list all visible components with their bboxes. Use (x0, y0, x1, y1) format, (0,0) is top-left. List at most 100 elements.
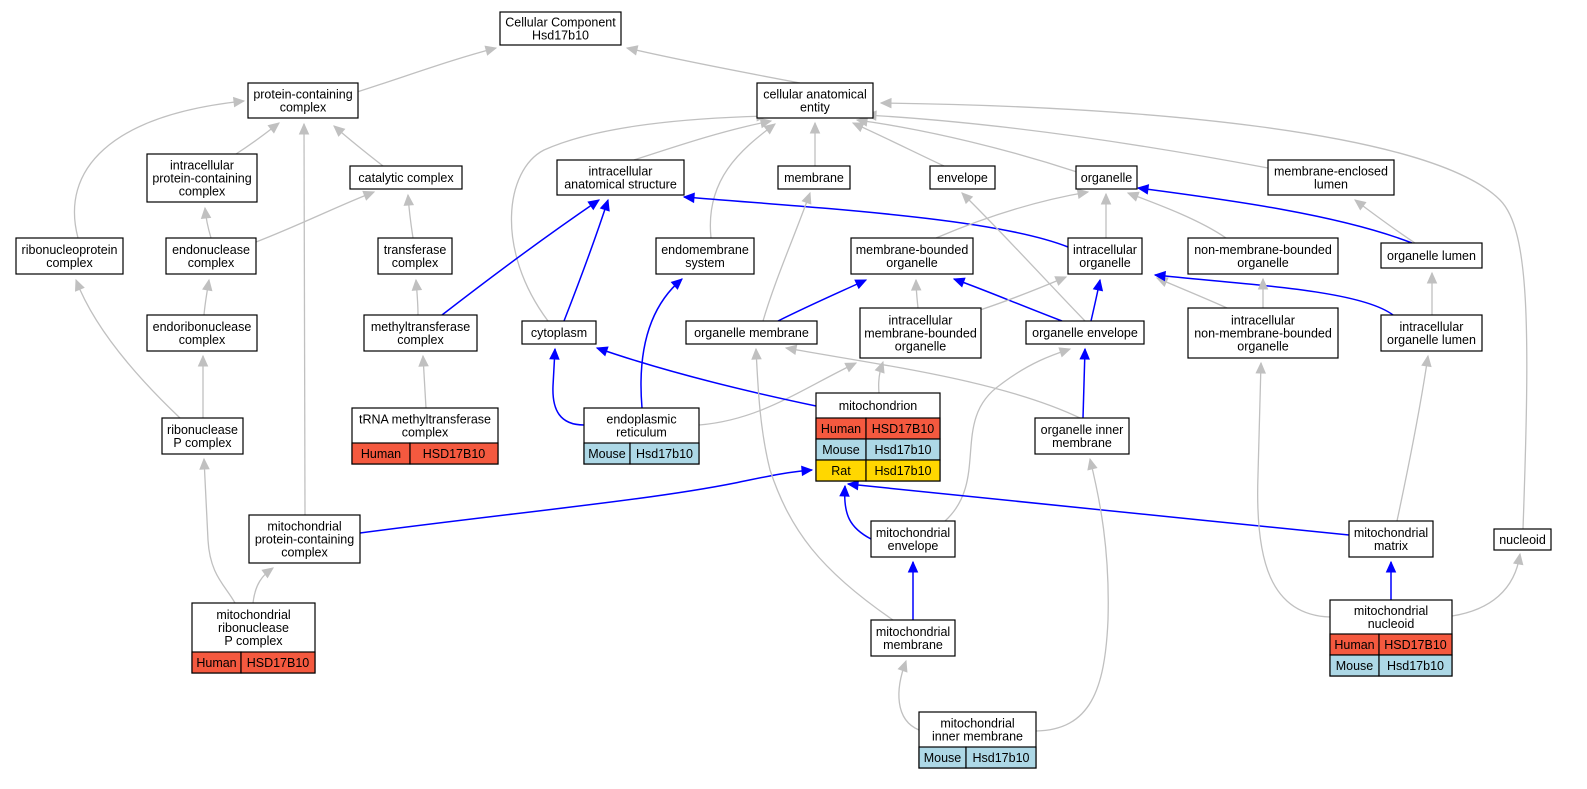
edge-arrowhead (199, 457, 210, 470)
node-box (850, 237, 974, 275)
edge-arrowhead (298, 122, 310, 135)
node-label: nucleoid (1368, 617, 1415, 631)
edge-part-of (952, 277, 1063, 322)
edge-arrowhead (625, 45, 639, 56)
edge-part-of (640, 278, 683, 409)
node-membrane[interactable]: membrane (777, 165, 851, 190)
node-label: complex (281, 546, 328, 560)
node-label: protein-containing (253, 88, 352, 102)
edge-is-a (74, 278, 181, 419)
edge-arrowhead (74, 278, 85, 292)
node-organelle[interactable]: organelle (1075, 165, 1138, 190)
edge-arrowhead (751, 347, 762, 360)
node-box (349, 165, 463, 190)
edge-arrowhead (1426, 271, 1438, 284)
edge-line (359, 469, 813, 534)
edge-arrowhead (851, 122, 865, 133)
edge-is-a (1126, 191, 1227, 239)
gene-label: HSD17B10 (1384, 638, 1447, 652)
edge-arrowhead (200, 206, 212, 219)
edge-line (1156, 277, 1228, 309)
gene-cell (409, 442, 499, 465)
node-label: methyltransferase (371, 320, 470, 334)
edge-arrowhead (197, 354, 209, 367)
species-label: Human (361, 447, 401, 461)
edge-part-of (1090, 278, 1104, 322)
edge-is-a (1257, 277, 1269, 308)
node-intracellular-non-membrane-bounded-organelle[interactable]: intracellularnon-membrane-boundedorganel… (1187, 307, 1339, 359)
edge-arrowhead (1092, 278, 1104, 292)
edge-is-a (418, 354, 429, 409)
edge-arrowhead (599, 198, 610, 212)
node-label: complex (179, 333, 226, 347)
node-label: ribonuclease (167, 423, 238, 437)
edge-arrowhead (232, 96, 246, 108)
node-label: entity (800, 101, 831, 115)
node-envelope[interactable]: envelope (929, 165, 996, 190)
node-catalytic-complex[interactable]: catalytic complex (349, 165, 463, 190)
node-label: membrane-enclosed (1274, 165, 1388, 179)
node-organelle-lumen[interactable]: organelle lumen (1380, 242, 1483, 269)
edge-part-of (907, 560, 919, 620)
node-box (1034, 417, 1130, 455)
node-box (655, 237, 755, 275)
node-nucleoid[interactable]: nucleoid (1493, 528, 1552, 551)
edge-arrowhead (682, 192, 695, 204)
node-organelle-envelope[interactable]: organelle envelope (1025, 320, 1145, 345)
node-organelle-membrane[interactable]: organelle membrane (685, 320, 818, 345)
species-label: Rat (831, 464, 851, 478)
edge-arrowhead (1385, 560, 1397, 573)
node-box (499, 11, 622, 46)
edge-arrowhead (1255, 361, 1266, 374)
edge-is-a (403, 193, 415, 239)
node-label: complex (188, 256, 235, 270)
edge-arrowhead (1257, 277, 1269, 290)
edge-line (856, 119, 1078, 173)
edge-is-a (935, 188, 1090, 239)
edge-is-a (910, 278, 922, 309)
node-label: mitochondrial (940, 717, 1014, 731)
node-label: complex (179, 185, 226, 199)
edge-arrowhead (879, 97, 892, 109)
node-label: complex (392, 256, 439, 270)
edge-arrowhead (844, 362, 858, 373)
edge-is-a (199, 457, 236, 604)
node-label: mitochondrial (876, 625, 950, 639)
node-box (685, 320, 818, 345)
node-label: intracellular (889, 314, 953, 328)
node-cytoplasm[interactable]: cytoplasm (521, 320, 597, 345)
node-label: endoplasmic (606, 413, 676, 427)
